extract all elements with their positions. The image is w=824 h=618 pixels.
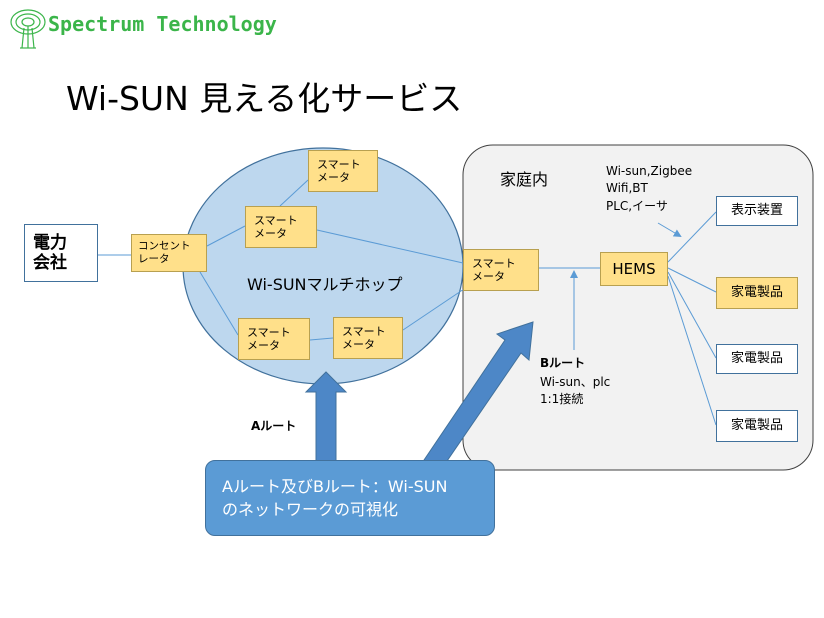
smart-meter-label: スマート メータ: [317, 157, 361, 184]
a-route-label: Aルート: [251, 419, 297, 433]
hems-box: HEMS: [600, 252, 668, 286]
link-concentrator-meter3: [199, 271, 239, 336]
smart-meter-4: スマート メータ: [333, 317, 403, 359]
multihop-label: Wi-SUNマルチホップ: [247, 275, 403, 294]
tree-logo-icon: [10, 9, 46, 49]
link-meter2-meter1: [279, 179, 309, 207]
b-route-big-arrow: [419, 321, 534, 478]
smart-meter-label: スマート メータ: [472, 256, 516, 283]
display-device-label: 表示装置: [730, 203, 783, 219]
link-meter3-meter4: [309, 337, 334, 341]
smart-meter-label: スマート メータ: [247, 325, 291, 352]
page-title: Wi-SUN 見える化サービス: [66, 79, 463, 118]
callout-text: Aルート及びBルート：Wi-SUN のネットワークの可視化: [222, 476, 448, 519]
b-route-title: Bルート: [540, 356, 586, 370]
home-area: [462, 144, 814, 471]
smart-meter-5: スマート メータ: [463, 249, 539, 291]
home-label: 家庭内: [500, 170, 549, 189]
power-company-box: 電力 会社: [24, 224, 98, 282]
smart-meter-3: スマート メータ: [238, 318, 310, 360]
appliance-box-1: 家電製品: [716, 277, 798, 309]
logo: [8, 6, 308, 52]
smart-meter-label: スマート メータ: [342, 324, 386, 351]
link-concentrator-meter2: [206, 225, 246, 247]
appliance-label: 家電製品: [730, 418, 783, 434]
appliance-box-3: 家電製品: [716, 410, 798, 442]
link-hems-appliance2: [667, 271, 717, 359]
appliance-label: 家電製品: [730, 285, 783, 301]
smart-meter-1: スマート メータ: [308, 150, 378, 192]
link-hems-appliance1: [667, 267, 717, 293]
link-hems-appliance3: [667, 275, 717, 426]
logo-text: Spectrum Technology: [48, 12, 277, 36]
b-route-detail: Wi-sun、plc 1:1接続: [540, 375, 611, 406]
protocol-arrow: [657, 222, 682, 238]
appliance-label: 家電製品: [730, 351, 783, 367]
concentrator-box: コンセント レータ: [131, 234, 207, 272]
link-hems-display: [667, 211, 717, 263]
concentrator-label: コンセント レータ: [138, 240, 191, 265]
display-device-box: 表示装置: [716, 196, 798, 226]
power-company-label: 電力 会社: [33, 232, 67, 273]
link-meter4-meter5: [402, 284, 471, 331]
appliance-box-2: 家電製品: [716, 344, 798, 374]
a-route-arrow: [304, 371, 348, 463]
callout-box: Aルート及びBルート：Wi-SUN のネットワークの可視化: [205, 460, 495, 536]
link-meter2-meter5: [316, 229, 464, 264]
smart-meter-2: スマート メータ: [245, 206, 317, 248]
hems-label: HEMS: [612, 260, 656, 278]
home-protocols-label: Wi-sun,Zigbee Wifi,BT PLC,イーサ: [606, 164, 693, 213]
smart-meter-label: スマート メータ: [254, 213, 298, 240]
